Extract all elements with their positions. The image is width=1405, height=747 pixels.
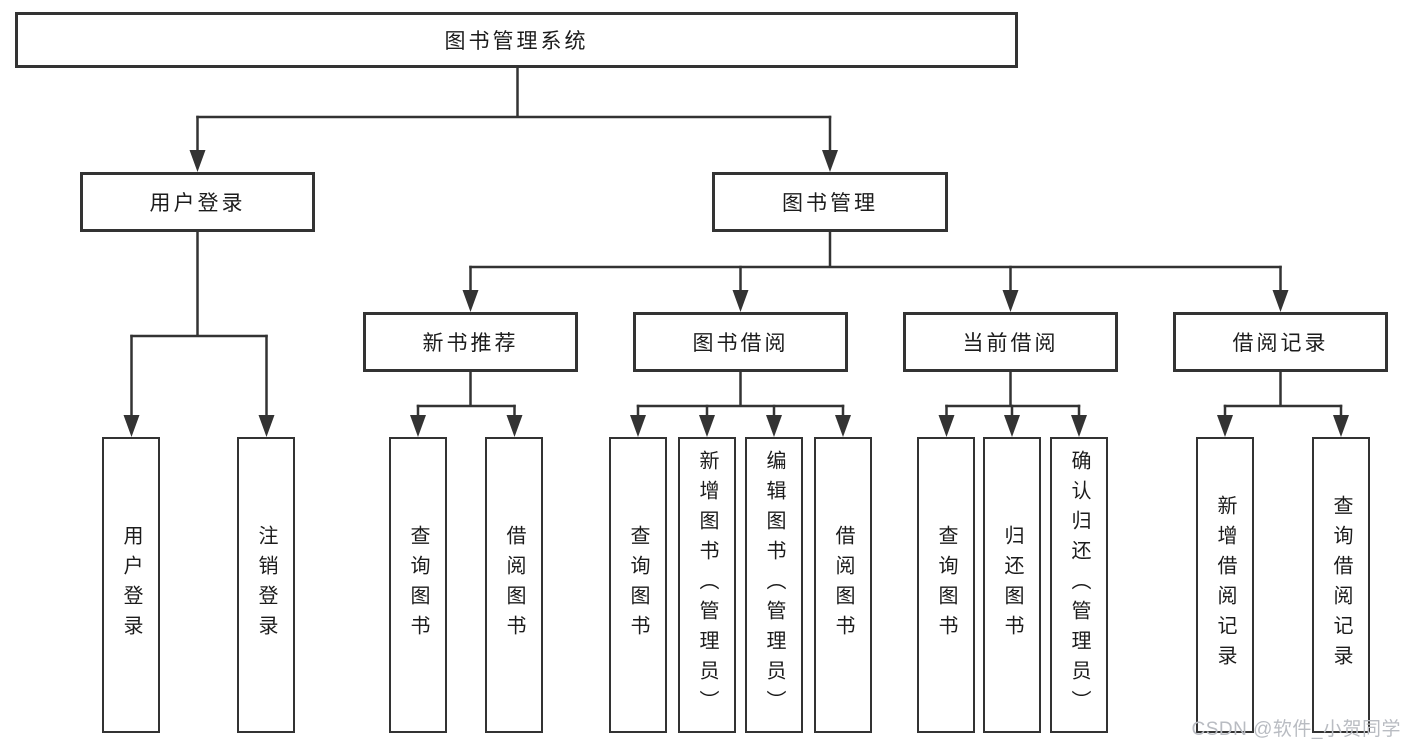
edge-mgmt-to-level3 — [462, 230, 1289, 312]
leaf-borrow-edit-books-admin: 编辑图书（管理员） — [745, 437, 803, 733]
leaf-user-login: 用户登录 — [102, 437, 160, 733]
node-user-login: 用户登录 — [80, 172, 315, 232]
leaf-borrow-add-books-admin: 新增图书（管理员） — [678, 437, 736, 733]
node-label: 编辑图书（管理员） — [763, 450, 785, 720]
csdn-watermark: CSDN @软件_小贺同学 — [1191, 719, 1401, 740]
arrowhead-down-icon — [1004, 415, 1020, 437]
node-book-management: 图书管理 — [712, 172, 948, 232]
arrowhead-down-icon — [938, 415, 955, 437]
arrowhead-down-icon — [766, 415, 782, 437]
node-new-book-recommend: 新书推荐 — [363, 312, 578, 372]
edge-newbook-to-leaves — [410, 370, 523, 437]
leaf-borrow-query-books: 查询图书 — [609, 437, 667, 733]
node-label: 查询图书 — [627, 525, 649, 645]
node-label: 图书借阅 — [692, 332, 789, 355]
node-label: 借阅图书 — [503, 525, 525, 645]
node-label: 当前借阅 — [962, 332, 1059, 355]
node-label: 查询图书 — [407, 525, 429, 645]
leaf-newbook-borrow-books: 借阅图书 — [485, 437, 543, 733]
arrowhead-down-icon — [835, 415, 851, 437]
arrowhead-down-icon — [410, 415, 426, 437]
node-label: 用户登录 — [149, 192, 246, 215]
arrowhead-down-icon — [1002, 290, 1019, 312]
edge-borrow-to-leaves — [630, 370, 851, 437]
node-label: 查询借阅记录 — [1330, 495, 1352, 675]
node-label: 查询图书 — [935, 525, 957, 645]
leaf-current-confirm-return-admin: 确认归还（管理员） — [1050, 437, 1108, 733]
node-label: 确认归还（管理员） — [1068, 450, 1090, 720]
node-label: 新增借阅记录 — [1214, 495, 1236, 675]
node-label: 图书管理系统 — [444, 30, 589, 53]
arrowhead-down-icon — [1217, 415, 1233, 437]
leaf-current-return-books: 归还图书 — [983, 437, 1041, 733]
edge-login-to-leaves — [123, 230, 275, 437]
arrowhead-down-icon — [1333, 415, 1349, 437]
edge-records-to-leaves — [1217, 370, 1349, 437]
node-borrow-records: 借阅记录 — [1173, 312, 1388, 372]
arrowhead-down-icon — [462, 290, 479, 312]
arrowhead-down-icon — [506, 415, 523, 437]
leaf-records-query-borrow-record: 查询借阅记录 — [1312, 437, 1370, 733]
node-label: 新增图书（管理员） — [696, 450, 718, 720]
arrowhead-down-icon — [1272, 290, 1289, 312]
arrowhead-down-icon — [258, 415, 275, 437]
node-root-system: 图书管理系统 — [15, 12, 1018, 68]
node-label: 用户登录 — [120, 525, 142, 645]
edge-current-to-leaves — [938, 370, 1087, 437]
node-label: 借阅记录 — [1232, 332, 1329, 355]
arrowhead-down-icon — [699, 415, 715, 437]
edge-root-to-level2 — [189, 66, 838, 172]
node-label: 归还图书 — [1001, 525, 1023, 645]
leaf-logout: 注销登录 — [237, 437, 295, 733]
arrowhead-down-icon — [630, 415, 646, 437]
arrowhead-down-icon — [1071, 415, 1087, 437]
leaf-borrow-borrow-books: 借阅图书 — [814, 437, 872, 733]
leaf-newbook-query-books: 查询图书 — [389, 437, 447, 733]
node-label: 注销登录 — [255, 525, 277, 645]
arrowhead-down-icon — [189, 150, 206, 172]
leaf-records-add-borrow-record: 新增借阅记录 — [1196, 437, 1254, 733]
node-current-borrow: 当前借阅 — [903, 312, 1118, 372]
arrowhead-down-icon — [822, 150, 838, 172]
node-label: 借阅图书 — [832, 525, 854, 645]
node-book-borrow: 图书借阅 — [633, 312, 848, 372]
leaf-current-query-books: 查询图书 — [917, 437, 975, 733]
arrowhead-down-icon — [123, 415, 140, 437]
arrowhead-down-icon — [732, 290, 749, 312]
node-label: 图书管理 — [782, 192, 878, 215]
node-label: 新书推荐 — [422, 332, 519, 355]
